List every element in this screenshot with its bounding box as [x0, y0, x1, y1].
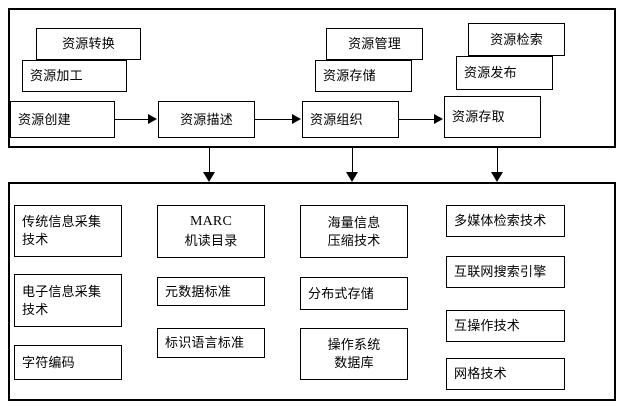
tech-node-metadata-standard[interactable]: 元数据标准: [157, 277, 265, 306]
arrowhead-to-access: [434, 114, 443, 124]
node-label-line-1: 操作系统: [327, 337, 381, 353]
node-label-line-2: 压缩技术: [327, 232, 381, 248]
tech-node-grid-technology[interactable]: 网格技术: [446, 358, 565, 390]
tech-node-distributed-storage[interactable]: 分布式存储: [300, 277, 408, 310]
node-label: 互操作技术: [454, 318, 521, 334]
tech-node-character-encoding[interactable]: 字符编码: [14, 345, 122, 380]
node-label: 资源存储: [323, 68, 376, 84]
tech-node-multimedia-retrieval[interactable]: 多媒体检索技术: [446, 205, 565, 237]
process-node-resource-management[interactable]: 资源管理: [326, 28, 423, 60]
process-node-resource-publishing[interactable]: 资源发布: [456, 56, 553, 90]
arrowhead-to-organization: [292, 114, 301, 124]
tech-node-marc-catalog[interactable]: MARC 机读目录: [157, 205, 265, 258]
tech-node-operating-system-database[interactable]: 操作系统 数据库: [300, 328, 408, 380]
node-label-line-1: 电子信息采集: [22, 283, 102, 299]
process-node-resource-description[interactable]: 资源描述: [158, 101, 255, 138]
process-node-resource-storage[interactable]: 资源存储: [315, 60, 412, 92]
arrowhead-down-3: [491, 172, 503, 182]
node-label: 元数据标准: [165, 283, 232, 299]
tech-node-electronic-information-acquisition[interactable]: 电子信息采集 技术: [14, 274, 122, 327]
process-node-resource-access[interactable]: 资源存取: [444, 96, 541, 138]
connector-description-to-organization: [255, 119, 293, 120]
tech-node-internet-search-engine[interactable]: 互联网搜索引擎: [446, 256, 565, 288]
node-label: 互联网搜索引擎: [454, 264, 547, 280]
node-label-line-1: 海量信息: [327, 214, 381, 230]
connector-down-1: [209, 148, 210, 174]
node-label: 标识语言标准: [165, 335, 245, 351]
node-label: 资源描述: [180, 111, 233, 127]
node-label: 字符编码: [22, 354, 75, 370]
process-node-resource-organization[interactable]: 资源组织: [302, 101, 399, 138]
process-node-resource-processing[interactable]: 资源加工: [22, 60, 127, 92]
node-label-line-2: 技术: [22, 301, 49, 317]
connector-down-3: [497, 148, 498, 174]
node-label: 资源发布: [464, 65, 517, 81]
tech-node-mass-information-compression[interactable]: 海量信息 压缩技术: [300, 205, 408, 258]
arrowhead-down-1: [203, 172, 215, 182]
node-label: 资源创建: [18, 111, 71, 127]
tech-node-interoperability[interactable]: 互操作技术: [446, 310, 565, 342]
tech-node-traditional-information-acquisition[interactable]: 传统信息采集 技术: [14, 205, 122, 257]
node-label: 资源组织: [310, 111, 363, 127]
connector-down-2: [352, 148, 353, 174]
node-label: 多媒体检索技术: [454, 213, 547, 229]
node-label: 资源检索: [490, 31, 543, 47]
node-label-line-1: MARC: [189, 214, 233, 230]
node-label: 资源转换: [62, 36, 115, 52]
node-label-line-2: 技术: [22, 232, 49, 247]
process-node-resource-conversion[interactable]: 资源转换: [36, 28, 141, 60]
node-label: 资源存取: [452, 109, 505, 125]
node-label-line-2: 数据库: [334, 355, 374, 370]
node-label: 资源管理: [348, 36, 401, 52]
arrowhead-to-description: [148, 114, 157, 124]
process-node-resource-creation[interactable]: 资源创建: [10, 101, 115, 138]
connector-organization-to-access: [399, 119, 435, 120]
node-label-line-2: 机读目录: [184, 233, 238, 249]
tech-node-markup-language-standard[interactable]: 标识语言标准: [157, 328, 265, 358]
node-label: 资源加工: [30, 68, 83, 84]
node-label: 网格技术: [454, 366, 507, 382]
node-label-line-1: 传统信息采集: [22, 214, 102, 230]
arrowhead-down-2: [346, 172, 358, 182]
connector-creation-to-description: [115, 119, 149, 120]
process-node-resource-retrieval[interactable]: 资源检索: [468, 23, 565, 56]
node-label: 分布式存储: [308, 285, 375, 301]
